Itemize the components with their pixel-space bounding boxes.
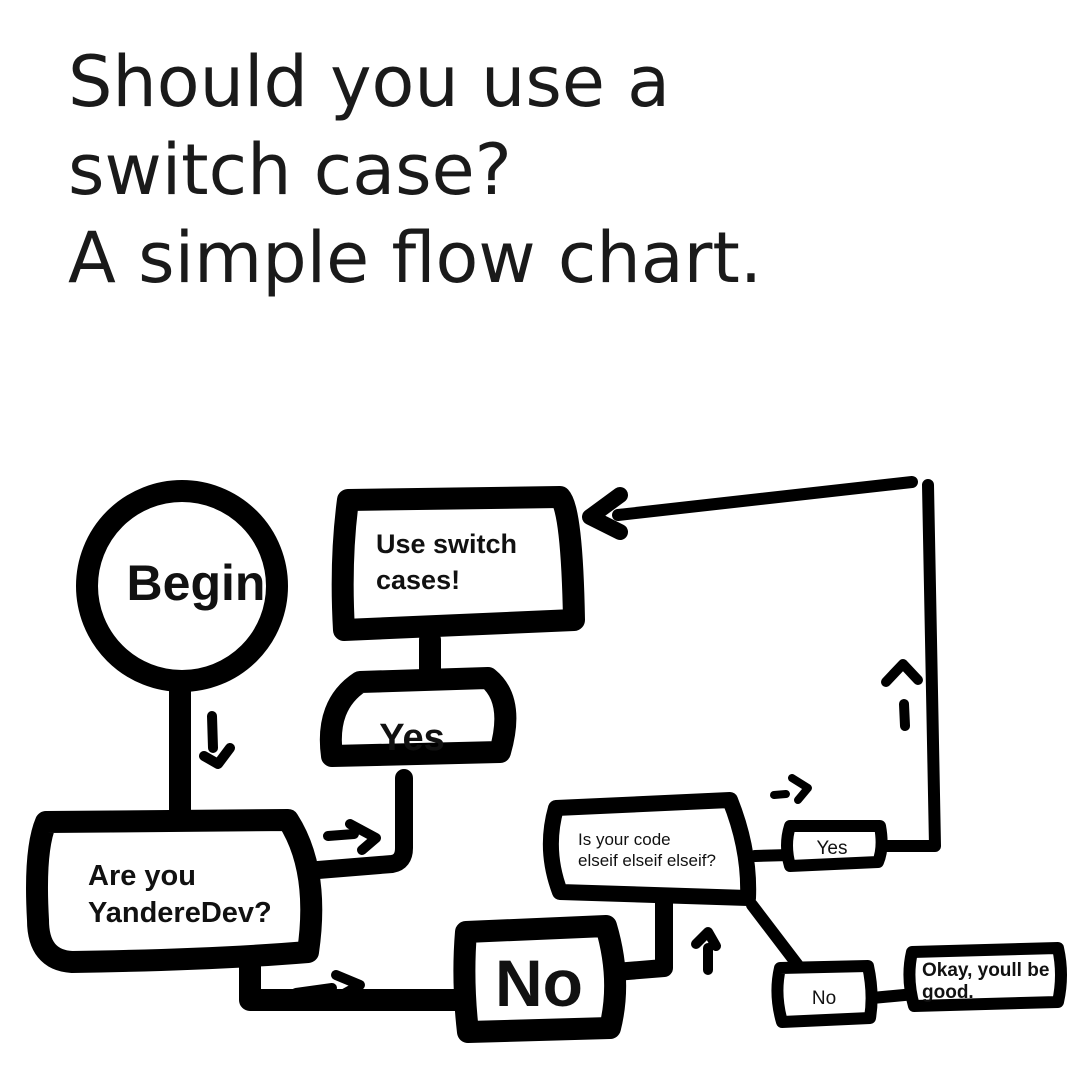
title-line-3: A simple flow chart. [68,217,763,299]
connector-are-you-to-yes [309,769,413,879]
arrowhead-to-use-switch-icon [582,487,628,540]
arrow-down-icon [199,711,235,769]
are-you-label-line-2: YandereDev? [88,897,272,929]
connector-yes-small-up-loop [879,479,941,852]
okay-node [903,942,1067,1012]
connector-are-you-to-no [239,954,476,1011]
are-you-node [26,809,323,973]
arrow-up-icon [691,927,721,975]
diagram-title: Should you use a switch case? A simple f… [68,38,762,302]
yes-label: Yes [379,717,445,759]
arrow-right-icon [770,774,812,804]
yes-small-label: Yes [817,838,848,859]
arrow-right-icon [323,819,381,855]
connector-loop-to-use-switch [612,476,918,521]
okay-label-line-2: good. [922,982,974,1003]
use-switch-label-line-2: cases! [376,565,460,595]
title-line-2: switch case? [68,129,512,211]
title-line-1: Should you use a [68,41,671,123]
okay-label-line-1: Okay, youll be [922,960,1049,981]
no-node [453,915,627,1043]
use-switch-label-line-1: Use switch [376,529,517,559]
elseif-label-line-1: Is your code [578,830,671,849]
use-switch-node [331,486,585,641]
yes-node [319,667,517,767]
connector-elseif-to-no-small [746,899,806,974]
yes-small-node [781,820,888,872]
begin-label: Begin [127,555,266,611]
connector-no-to-elseif [606,887,673,981]
elseif-node [542,792,757,906]
arrow-up-icon [881,659,923,731]
begin-node [76,480,288,692]
arrow-right-icon [291,970,365,1001]
no-small-label: No [812,988,836,1009]
no-label: No [495,946,583,1020]
no-small-node [771,960,878,1028]
elseif-label-line-2: elseif elseif elseif? [578,851,716,870]
are-you-label-line-1: Are you [88,860,196,892]
